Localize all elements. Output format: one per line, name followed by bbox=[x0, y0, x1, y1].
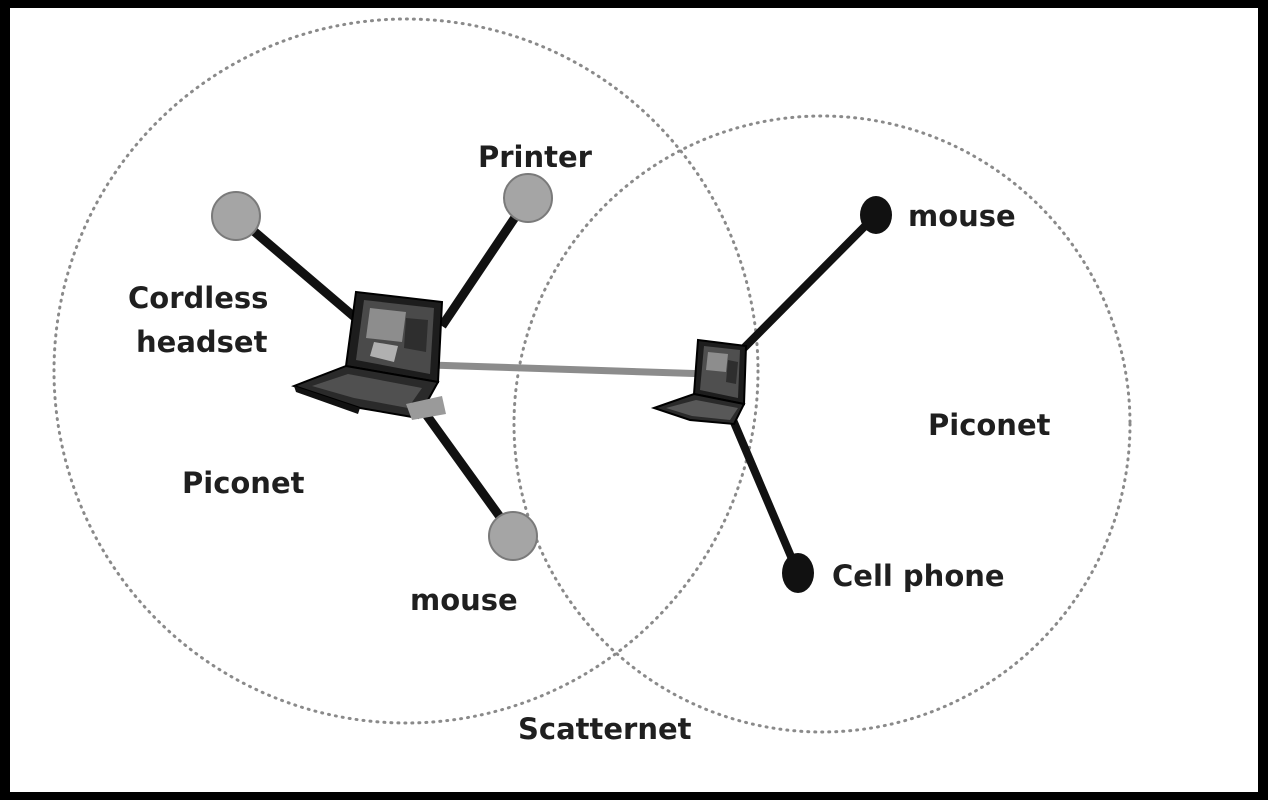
printer-node bbox=[503, 173, 553, 223]
printer-label: Printer bbox=[478, 140, 593, 174]
piconet-left-label: Piconet bbox=[182, 466, 305, 500]
scatternet-diagram: Printer Cordless headset Piconet mouse m… bbox=[52, 17, 1132, 746]
cordless-headset-label-line2: headset bbox=[136, 325, 268, 359]
diagram-canvas: Printer Cordless headset Piconet mouse m… bbox=[10, 8, 1258, 792]
cell-phone-node bbox=[782, 553, 814, 593]
mouse-left-node bbox=[488, 511, 538, 561]
laptop-icon bbox=[291, 290, 446, 420]
cordless-headset-label-line1: Cordless bbox=[128, 281, 268, 315]
link-cell-phone bbox=[726, 411, 802, 575]
laptop-icon bbox=[650, 338, 748, 426]
scatternet-label: Scatternet bbox=[518, 712, 692, 746]
link-headset bbox=[233, 212, 368, 330]
mouse-right-node bbox=[860, 196, 892, 234]
cell-phone-label: Cell phone bbox=[832, 559, 1005, 593]
mouse-left-label: mouse bbox=[410, 583, 518, 617]
bridge-link bbox=[429, 361, 711, 378]
headset-node bbox=[211, 191, 261, 241]
link-printer bbox=[438, 195, 532, 329]
link-mouse-right bbox=[731, 212, 879, 361]
mouse-right-label: mouse bbox=[908, 199, 1016, 233]
piconet-right-range bbox=[512, 114, 1132, 734]
piconet-right-label: Piconet bbox=[928, 408, 1051, 442]
link-mouse-left bbox=[416, 403, 512, 531]
piconet-left-range bbox=[52, 17, 760, 725]
